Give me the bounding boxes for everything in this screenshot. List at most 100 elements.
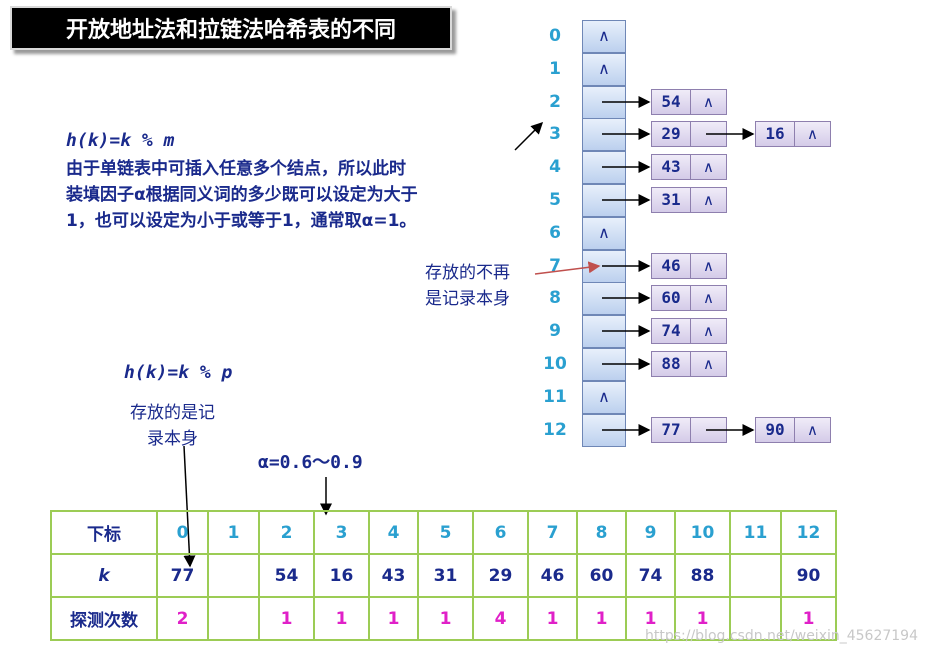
key-cell: 77 — [156, 553, 209, 598]
chain-node: 74 ∧ — [651, 318, 727, 344]
formula-pointer-arrow — [514, 121, 544, 151]
slot-index: 4 — [549, 157, 561, 177]
slot-index: 5 — [549, 190, 561, 210]
open-note-line: 存放的是记 — [130, 403, 215, 423]
index-cell: 12 — [780, 510, 837, 555]
node-pointer: ∧ — [703, 322, 714, 340]
index-cell: 3 — [313, 510, 370, 555]
node-key: 43 — [652, 155, 691, 179]
null-pointer: ∧ — [598, 59, 610, 78]
slot-index: 11 — [543, 387, 567, 407]
node-pointer: ∧ — [807, 125, 818, 143]
key-cell: 88 — [674, 553, 731, 598]
probe-count-cell: 1 — [780, 596, 837, 641]
probe-count-cell: 1 — [625, 596, 676, 641]
probe-count-cell: 1 — [674, 596, 731, 641]
key-cell: 43 — [368, 553, 419, 598]
chain-description-line: 由于单链表中可插入任意多个结点，所以此时 — [66, 159, 406, 179]
chain-formula: h(k)=k % m — [66, 130, 175, 151]
probe-count-cell: 2 — [156, 596, 209, 641]
slot-cell: ∧ — [582, 20, 626, 53]
slot-index: 1 — [549, 59, 561, 79]
chain-node: 88 ∧ — [651, 351, 727, 377]
index-cell: 7 — [527, 510, 578, 555]
node-key: 74 — [652, 319, 691, 343]
slot-index: 7 — [549, 256, 561, 276]
chain-description-line: 装填因子α根据同义词的多少既可以设定为大于 — [66, 185, 418, 205]
index-cell: 9 — [625, 510, 676, 555]
index-cell: 10 — [674, 510, 731, 555]
chain-description: 由于单链表中可插入任意多个结点，所以此时 装填因子α根据同义词的多少既可以设定为… — [66, 156, 418, 234]
node-pointer: ∧ — [703, 191, 714, 209]
probe-count-cell: 1 — [258, 596, 315, 641]
watermark: https://blog.csdn.net/weixin_45627194 — [644, 628, 918, 644]
slot-cell: ∧ — [582, 381, 626, 414]
index-cell: 5 — [417, 510, 474, 555]
chain-description-line: 1，也可以设定为小于或等于1，通常取α=1。 — [66, 211, 417, 231]
index-cell: 6 — [472, 510, 529, 555]
slot-cell: ∧ — [582, 53, 626, 86]
slot-index: 8 — [549, 288, 561, 308]
chain-node: 60 ∧ — [651, 285, 727, 311]
null-pointer: ∧ — [598, 26, 610, 45]
probe-count-cell: 1 — [368, 596, 419, 641]
chain-node: 16 ∧ — [755, 121, 831, 147]
chain-node: 90 ∧ — [755, 417, 831, 443]
open-note-line: 录本身 — [147, 429, 198, 449]
key-cell: 74 — [625, 553, 676, 598]
key-cell: 29 — [472, 553, 529, 598]
chain-node: 54∧ — [651, 89, 727, 115]
index-cell: 2 — [258, 510, 315, 555]
probe-count-cell: 1 — [527, 596, 578, 641]
node-key: 60 — [652, 286, 691, 310]
key-cell: 31 — [417, 553, 474, 598]
chain-node: 46∧ — [651, 253, 727, 279]
index-cell: 11 — [729, 510, 782, 555]
node-key: 90 — [756, 418, 795, 442]
chain-note-line: 是记录本身 — [425, 289, 510, 309]
slot-index: 9 — [549, 321, 561, 341]
chain-arrows — [602, 96, 755, 436]
row-label: k — [50, 553, 158, 598]
page-title: 开放地址法和拉链法哈希表的不同 — [10, 6, 452, 50]
index-cell: 0 — [156, 510, 209, 555]
probe-count-cell — [207, 596, 260, 641]
slot-cell: ∧ — [582, 217, 626, 250]
row-label: 下标 — [50, 510, 158, 555]
probe-count-cell: 1 — [417, 596, 474, 641]
note-pointer-arrow — [534, 261, 601, 275]
node-key: 77 — [652, 418, 691, 442]
null-pointer: ∧ — [598, 223, 610, 242]
node-key: 29 — [652, 122, 691, 146]
index-cell: 4 — [368, 510, 419, 555]
node-key: 16 — [756, 122, 795, 146]
node-key: 31 — [652, 188, 691, 212]
node-key: 88 — [652, 352, 691, 376]
row-label: 探测次数 — [50, 596, 158, 641]
key-cell — [207, 553, 260, 598]
open-note: 存放的是记 录本身 — [130, 400, 215, 452]
slot-index: 12 — [543, 420, 567, 440]
chain-note: 存放的不再 是记录本身 — [425, 260, 510, 312]
node-key: 54 — [652, 90, 691, 114]
probe-count-cell — [729, 596, 782, 641]
node-pointer: ∧ — [807, 421, 818, 439]
chain-node: 31 ∧ — [651, 187, 727, 213]
key-cell: 90 — [780, 553, 837, 598]
probe-count-cell: 1 — [313, 596, 370, 641]
slot-index: 0 — [549, 26, 561, 46]
chain-note-line: 存放的不再 — [425, 263, 510, 283]
node-pointer: ∧ — [703, 355, 714, 373]
slot-index: 2 — [549, 92, 561, 112]
key-cell: 60 — [576, 553, 627, 598]
alpha-range: α=0.6～0.9 — [258, 452, 363, 473]
chain-node: 43∧ — [651, 154, 727, 180]
key-cell: 16 — [313, 553, 370, 598]
node-pointer: ∧ — [703, 289, 714, 307]
open-formula: h(k)=k % p — [124, 362, 233, 383]
